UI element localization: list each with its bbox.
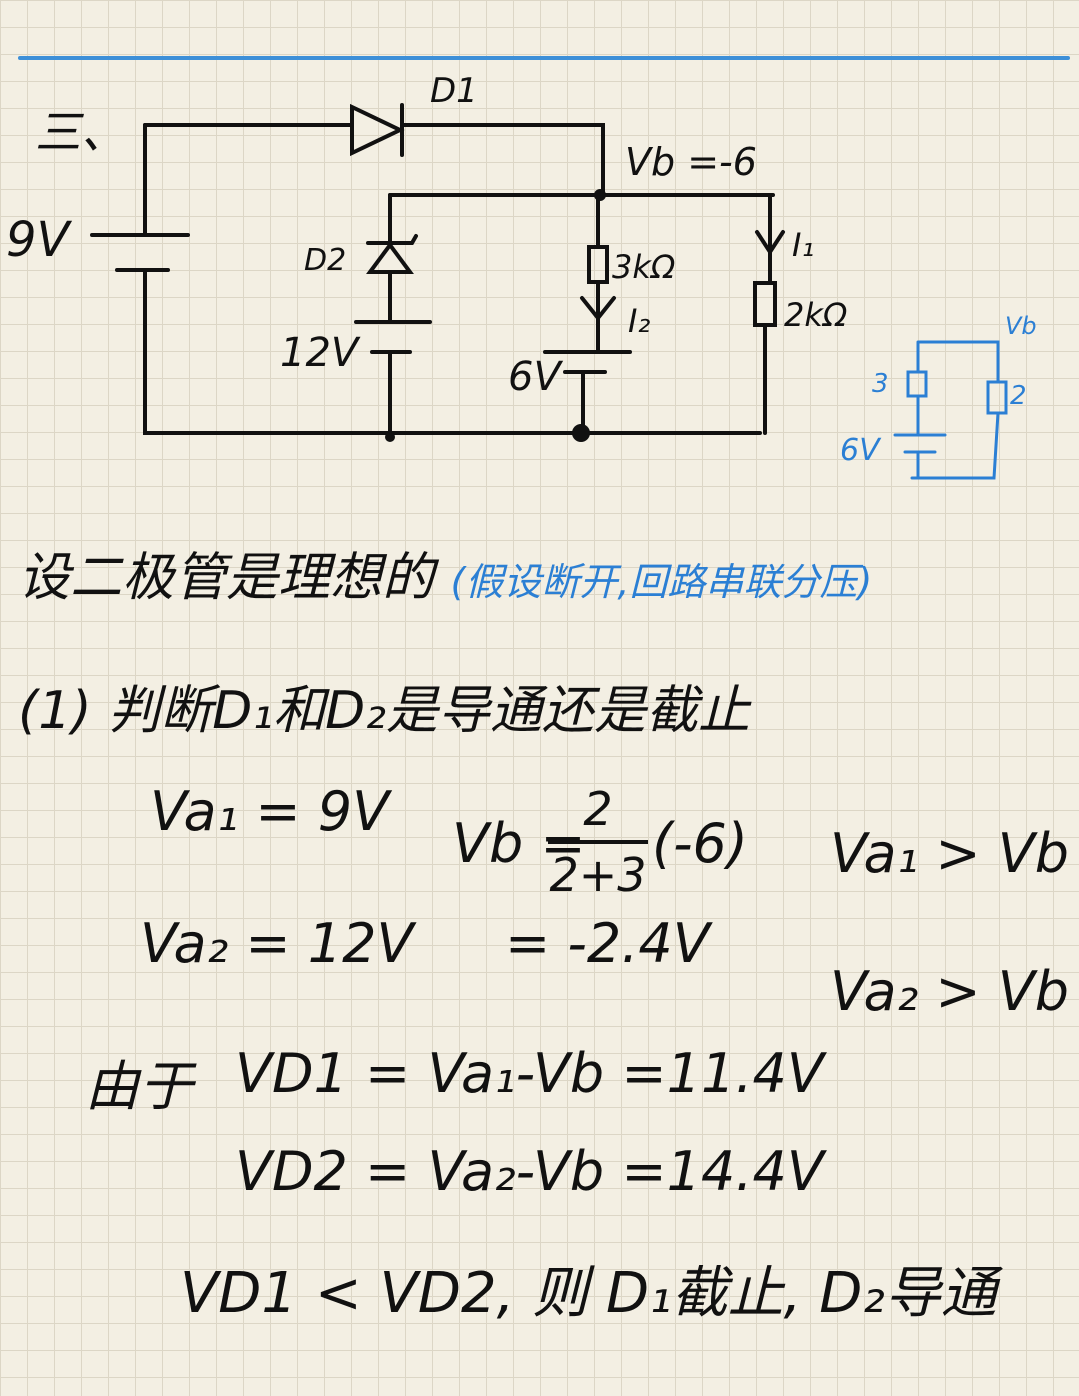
source-9v-label: 9V [6, 212, 73, 268]
section-mark: 三、 [35, 105, 127, 159]
vd1-equation: VD1 = Va₁-Vb =11.4V [235, 1042, 824, 1105]
r3-label: 3kΩ [612, 248, 676, 286]
va2-equation: Va₂ = 12V [140, 912, 414, 975]
diode-d2-triangle [366, 241, 414, 274]
top-rule [18, 56, 1070, 60]
assumption-hint: (假设断开,回路串联分压) [450, 560, 873, 604]
sketch-resistor-3 [906, 370, 928, 398]
fraction-bar [548, 840, 648, 844]
d1-label: D1 [430, 71, 478, 111]
d2-label: D2 [304, 243, 346, 278]
r2-label: 2kΩ [784, 296, 848, 334]
vb-label: Vb =-6 [625, 140, 757, 184]
node-d2-ground-dot [385, 432, 395, 442]
current-i2-arrow [580, 294, 616, 332]
question-line: (1) 判断D₁和D₂是导通还是截止 [18, 681, 750, 741]
resistor-2k [753, 281, 777, 327]
side-sketch [893, 340, 1008, 480]
sketch-resistor-2 [986, 380, 1008, 415]
source-6v-label: 6V [508, 354, 563, 400]
conclusion-line: VD1 < VD2, 则 D₁截止, D₂导通 [180, 1261, 997, 1326]
circuit-diagram: 三、 D1 Vb =-6 9V D2 12V 3kΩ I₂ 6V I₁ 2kΩ … [6, 71, 1037, 480]
resistor-3k [587, 245, 609, 284]
diode-d2-bar [366, 234, 418, 245]
wire-3k-branch [581, 193, 600, 435]
vb-result: = -2.4V [505, 912, 710, 975]
va1-equation: Va₁ = 9V [150, 780, 390, 843]
source-12v-label: 12V [280, 330, 361, 376]
vd2-equation: VD2 = Va₂-Vb =14.4V [235, 1140, 824, 1203]
node-ground-dot [572, 424, 590, 442]
sketch-vb-label: Vb [1005, 312, 1037, 340]
fraction-denominator: 2+3 [549, 848, 647, 902]
wire-left [143, 123, 762, 435]
sketch-6v-label: 6V [840, 433, 882, 468]
current-i1-arrow [755, 230, 785, 256]
fraction-numerator: 2 [583, 782, 613, 836]
vb-equation-suffix: (-6) [652, 812, 748, 875]
sketch-r2-label: 2 [1010, 381, 1027, 411]
assumption-text: 设二极管是理想的 [18, 548, 435, 608]
wire-2k-branch [763, 193, 772, 435]
diode-d1-triangle [350, 103, 405, 157]
since-label: 由于 [85, 1055, 193, 1118]
comparison-va2-vb: Va₂ > Vb [830, 960, 1070, 1023]
i1-label: I₁ [792, 226, 814, 264]
comparison-va1-vb: Va₁ > Vb [830, 822, 1070, 885]
wire-top [143, 123, 605, 197]
i2-label: I₂ [628, 302, 650, 340]
vb-fraction: 2 2+3 [548, 782, 648, 902]
node-b-dot [594, 189, 606, 201]
sketch-r3-label: 3 [872, 369, 889, 399]
assumption-line: 设二极管是理想的 (假设断开,回路串联分压) [18, 535, 872, 610]
